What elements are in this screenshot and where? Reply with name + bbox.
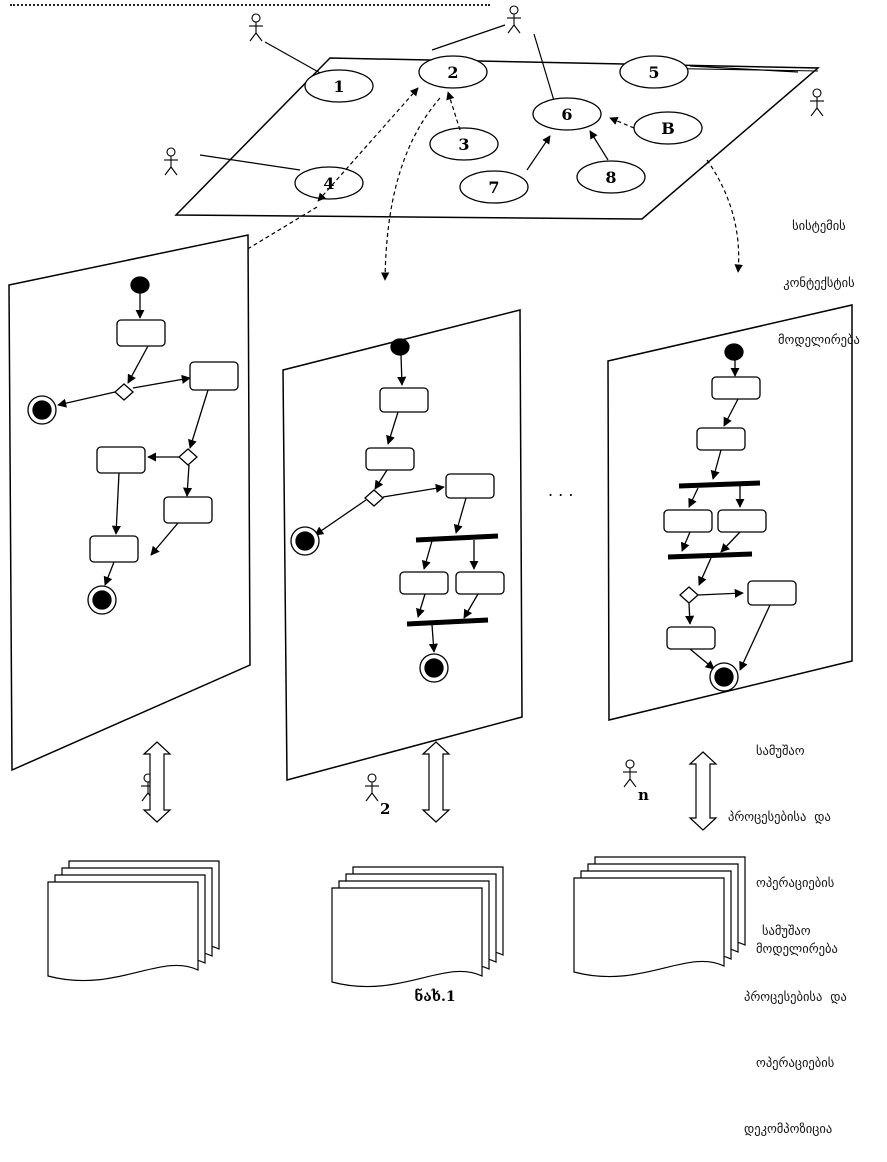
double-arrow-icon <box>688 751 718 831</box>
activity-flow-3 <box>663 343 797 692</box>
pd-line-3: ოპერაციების <box>756 1055 835 1070</box>
context-line-3: მოდელირება <box>778 332 860 347</box>
use-case-number: 1 <box>333 77 344 96</box>
use-case-number: 5 <box>648 63 659 82</box>
actor-icon <box>365 773 379 802</box>
document-stack-icon <box>573 856 746 978</box>
use-case-6: 6 <box>532 97 602 131</box>
use-case-9: B <box>633 111 703 145</box>
activity-panel-2 <box>282 309 523 781</box>
pm-line-2: პროცესებისა და <box>728 809 831 824</box>
document-stack-icon <box>331 866 504 988</box>
actor-icon <box>249 13 263 42</box>
actor-icon <box>623 759 637 788</box>
use-case-number: 7 <box>488 178 499 197</box>
usecase-arrows <box>446 91 635 171</box>
document-stack-icon <box>47 860 220 982</box>
use-case-1: 1 <box>304 69 374 103</box>
pd-line-2: პროცესებისა და <box>744 989 847 1004</box>
use-case-3: 3 <box>429 127 499 161</box>
use-case-4: 4 <box>294 166 364 200</box>
ellipsis-text: . . . <box>548 481 573 500</box>
use-case-number: 2 <box>447 63 458 82</box>
label-process-modeling: სამუშაო პროცესებისა და ოპერაციების მოდელ… <box>728 696 838 982</box>
actor-links <box>199 24 799 171</box>
use-case-5: 5 <box>619 55 689 89</box>
use-case-number: B <box>661 119 675 138</box>
use-case-number: 6 <box>561 105 572 124</box>
pd-line-4: დეკომპოზიცია <box>744 1121 833 1136</box>
figure-caption: ნახ.1 <box>414 988 455 1005</box>
pm-line-4: მოდელირება <box>756 941 838 956</box>
context-line-1: სისტემის <box>792 218 846 233</box>
actor-number: 2 <box>380 800 390 818</box>
double-arrow-icon <box>142 741 172 823</box>
use-case-8: 8 <box>576 160 646 194</box>
activity-flow-2 <box>290 338 505 683</box>
top-cropped-text <box>10 0 490 6</box>
pm-line-1: სამუშაო <box>756 743 805 758</box>
use-case-2: 2 <box>418 55 488 89</box>
pm-line-3: ოპერაციების <box>756 875 835 890</box>
diagram-canvas: 1 2 3 4 5 6 7 8 B <box>8 5 853 1005</box>
use-case-7: 7 <box>459 170 529 204</box>
actor-icon <box>507 5 521 34</box>
label-context-modeling: სისტემის კონტექსტის მოდელირება <box>778 178 860 368</box>
context-line-2: კონტექსტის <box>783 275 855 290</box>
activity-flow-1 <box>27 276 239 615</box>
pd-line-1: სამუშაო <box>762 923 811 938</box>
use-case-number: 8 <box>605 168 616 187</box>
label-process-decomposition: სამუშაო პროცესებისა და ოპერაციების დეკომ… <box>744 876 847 1162</box>
actor-number: n <box>638 786 649 804</box>
actor-icon <box>164 147 178 176</box>
activity-panel-1 <box>8 234 251 772</box>
actor-icon <box>810 88 824 117</box>
use-case-number: 3 <box>458 135 469 154</box>
double-arrow-icon <box>421 741 451 823</box>
